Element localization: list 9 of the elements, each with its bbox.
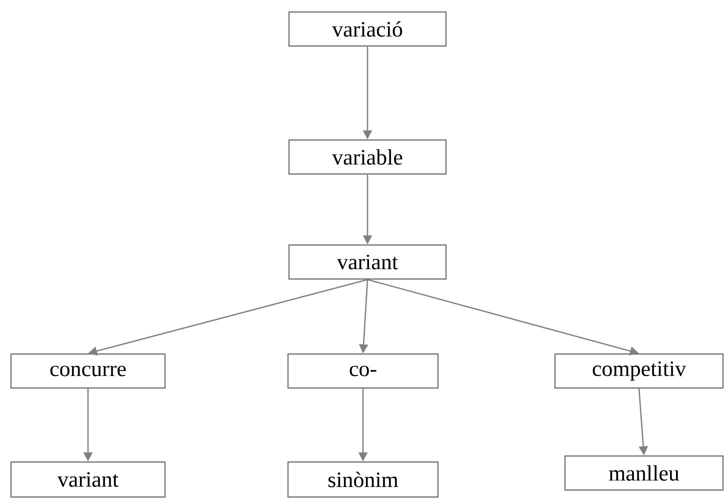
term-box: variable bbox=[288, 139, 447, 175]
term-box: sinònim bbox=[287, 461, 439, 498]
term-box: variació bbox=[288, 11, 447, 47]
term-box: variant bbox=[10, 461, 166, 498]
term-box: manlleu bbox=[564, 455, 724, 491]
term-box: competitiv bbox=[554, 353, 724, 389]
term-box: co- bbox=[287, 353, 439, 389]
term-box: variant bbox=[288, 244, 447, 280]
term-box: concurre bbox=[10, 353, 166, 389]
